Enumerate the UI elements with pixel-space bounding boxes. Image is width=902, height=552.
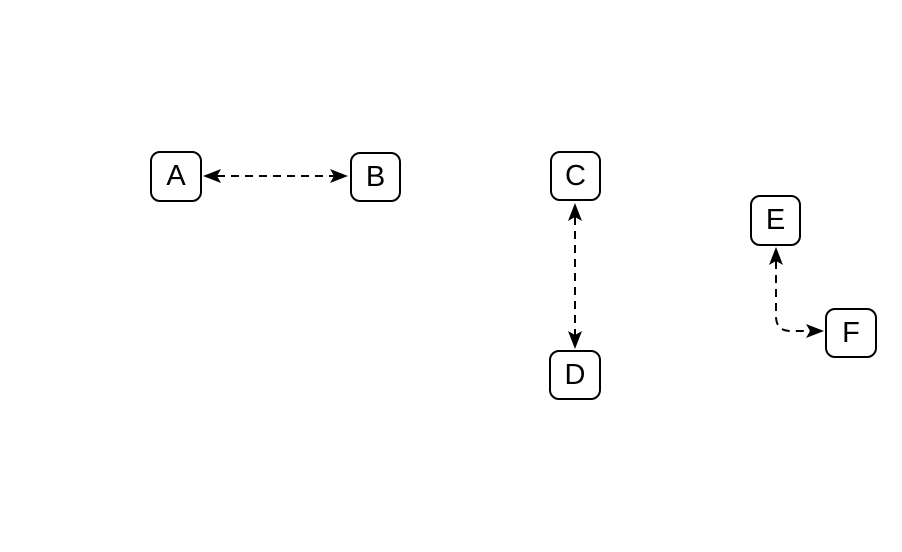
node-F: F (825, 308, 877, 358)
edge-C-D-arrowhead-up-icon (568, 203, 582, 221)
node-D: D (549, 350, 601, 400)
edge-E-F-line (775, 261, 810, 332)
node-D-label: D (564, 358, 586, 391)
node-E: E (750, 195, 801, 246)
node-B: B (350, 152, 401, 202)
edge-E-F-arrowhead-up-icon (769, 247, 783, 265)
edge-C-D-arrowhead-down-icon (568, 331, 582, 349)
node-C: C (550, 151, 601, 201)
node-C-label: C (565, 159, 586, 192)
node-E-label: E (765, 204, 786, 236)
edge-E-F-arrowhead-right-icon (806, 324, 824, 338)
node-B-label: B (365, 160, 386, 193)
node-F-label: F (842, 316, 860, 349)
node-A: A (150, 151, 202, 202)
node-A-label: A (166, 160, 186, 192)
edge-A-B-arrowhead-right-icon (330, 169, 348, 183)
edge-A-B-arrowhead-left-icon (203, 169, 221, 183)
